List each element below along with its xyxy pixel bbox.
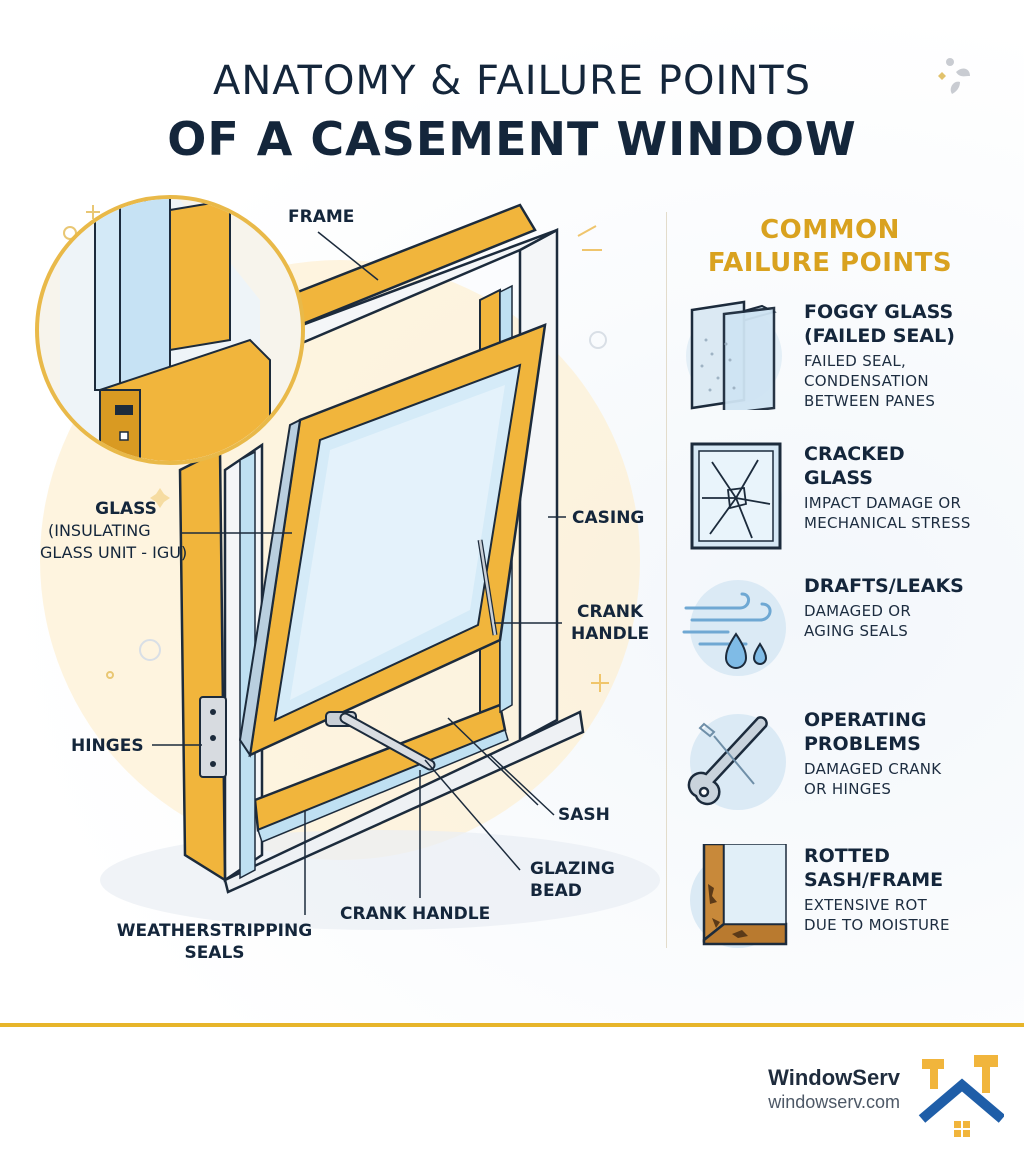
label-weatherstripping-2: SEALS	[184, 943, 245, 963]
label-hinges: HINGES	[71, 736, 144, 756]
foggy-glass-icon	[686, 300, 782, 410]
failure-desc-3: DAMAGED OR AGING SEALS	[804, 602, 912, 640]
footer: WindowServ windowserv.com	[0, 1027, 1024, 1154]
failure-item-operating-problems: OPERATING PROBLEMS DAMAGED CRANK OR HING…	[682, 708, 1012, 826]
failure-desc-5: EXTENSIVE ROT DUE TO MOISTURE	[804, 896, 950, 934]
failure-title-5: ROTTED SASH/FRAME	[804, 845, 944, 891]
failure-text-1: FOGGY GLASS (FAILED SEAL) FAILED SEAL, C…	[804, 300, 1014, 411]
label-frame: FRAME	[288, 207, 355, 227]
rotted-wood-icon	[690, 844, 788, 948]
sparkle-decoration-icon	[938, 58, 970, 94]
failure-text-2: CRACKED GLASS IMPACT DAMAGE OR MECHANICA…	[804, 442, 1014, 533]
failure-title-1: FOGGY GLASS (FAILED SEAL)	[804, 301, 955, 347]
label-glazing-bead: GLAZING BEAD	[530, 858, 615, 902]
sash-edge	[238, 418, 302, 758]
label-crank-handle-right-1: CRANK	[577, 602, 644, 622]
failure-title-2: CRACKED GLASS	[804, 443, 905, 489]
sparkles	[63, 205, 609, 692]
frame-left	[178, 447, 227, 883]
footer-divider	[0, 1023, 1024, 1027]
page-title: ANATOMY & FAILURE POINTS OF A CASEMENT W…	[0, 58, 1024, 166]
failure-text-5: ROTTED SASH/FRAME EXTENSIVE ROT DUE TO M…	[804, 844, 1014, 935]
failure-heading-1: COMMON	[760, 215, 900, 245]
label-glass-sub-2: GLASS UNIT - IGU)	[40, 543, 188, 562]
failure-item-cracked-glass: CRACKED GLASS IMPACT DAMAGE OR MECHANICA…	[682, 442, 1012, 560]
label-glazing-bead-1: GLAZING	[530, 859, 615, 879]
crank-arm	[325, 711, 436, 771]
vertical-divider	[666, 212, 667, 948]
failure-desc-1: FAILED SEAL, CONDENSATION BETWEEN PANES	[804, 352, 936, 410]
label-casing: CASING	[572, 508, 645, 528]
failure-heading-2: FAILURE POINTS	[707, 248, 953, 278]
failure-desc-4: DAMAGED CRANK OR HINGES	[804, 760, 942, 798]
leader-lines	[152, 231, 566, 915]
wrench-icon	[687, 714, 786, 810]
label-crank-handle-right: CRANK HANDLE	[571, 601, 649, 645]
failure-item-rotted-frame: ROTTED SASH/FRAME EXTENSIVE ROT DUE TO M…	[682, 844, 1012, 962]
label-weatherstripping: WEATHERSTRIPPING SEALS	[112, 920, 317, 964]
label-glass-title: GLASS	[95, 499, 157, 519]
casing-right	[518, 227, 559, 743]
failure-text-4: OPERATING PROBLEMS DAMAGED CRANK OR HING…	[804, 708, 1014, 799]
brand-url: windowserv.com	[768, 1092, 900, 1112]
label-crank-handle-bottom: CRANK HANDLE	[340, 904, 491, 924]
window-diagram	[35, 195, 660, 930]
failure-item-foggy-glass: FOGGY GLASS (FAILED SEAL) FAILED SEAL, C…	[682, 300, 1012, 418]
failure-desc-2: IMPACT DAMAGE OR MECHANICAL STRESS	[804, 494, 971, 532]
title-line-2: OF A CASEMENT WINDOW	[167, 112, 857, 166]
brand-name: WindowServ	[768, 1065, 900, 1090]
label-crank-handle-right-2: HANDLE	[571, 624, 650, 644]
failure-title-3: DRAFTS/LEAKS	[804, 575, 964, 597]
hinge	[199, 696, 227, 778]
label-glazing-bead-2: BEAD	[530, 881, 582, 901]
windowserv-logo-icon	[918, 1055, 1004, 1137]
label-weatherstripping-1: WEATHERSTRIPPING	[116, 921, 313, 941]
failure-text-3: DRAFTS/LEAKS DAMAGED OR AGING SEALS	[804, 574, 1014, 641]
glass-detail-inset	[35, 195, 305, 465]
draft-leak-icon	[682, 580, 786, 676]
title-line-1: ANATOMY & FAILURE POINTS	[212, 58, 812, 104]
label-glass-sub: (INSULATING GLASS UNIT - IGU)	[40, 520, 188, 564]
label-sash: SASH	[558, 805, 610, 825]
label-glass: GLASS	[70, 498, 182, 520]
cracked-glass-icon	[690, 442, 782, 550]
failure-item-drafts-leaks: DRAFTS/LEAKS DAMAGED OR AGING SEALS	[682, 574, 1012, 692]
failure-title-4: OPERATING PROBLEMS	[804, 709, 927, 755]
failure-points-heading: COMMON FAILURE POINTS	[690, 214, 970, 280]
label-glass-sub-1: (INSULATING	[48, 521, 151, 540]
casing-sill	[223, 710, 585, 894]
